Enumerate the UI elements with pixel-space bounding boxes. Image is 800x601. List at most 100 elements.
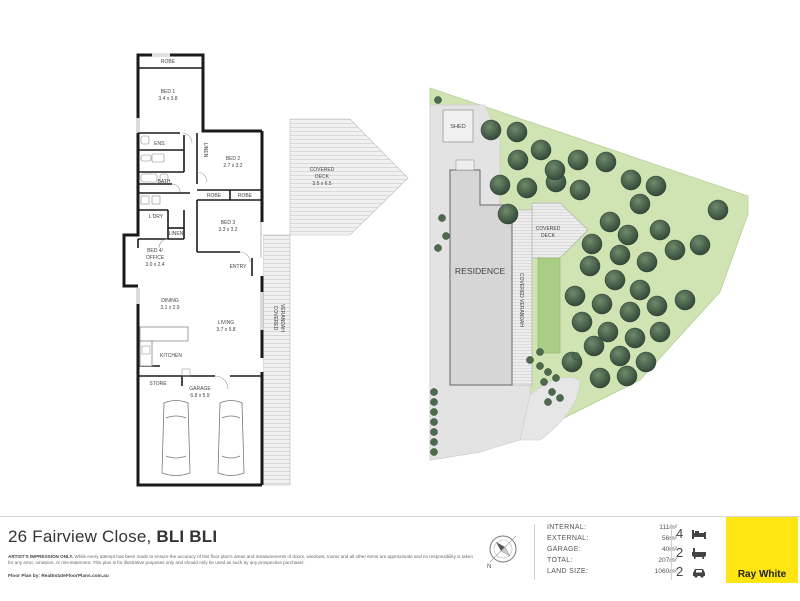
room-label: BED 1 <box>161 89 176 95</box>
compass-icon: N <box>487 535 517 570</box>
room-label: LINEN <box>202 143 208 158</box>
address-street: 26 Fairview Close, <box>8 527 152 546</box>
residence-label: RESIDENCE <box>455 266 505 276</box>
stat-row: TOTAL:207m² <box>547 556 677 567</box>
shrub <box>552 374 560 382</box>
bathroom-fixtures <box>140 135 169 205</box>
floor-plan-credit: Floor Plan by: RealEstateFloorPlans.com.… <box>8 574 109 579</box>
exterior-walls <box>122 53 264 487</box>
disclaimer: ARTIST'S IMPRESSION ONLY. While every at… <box>8 554 478 566</box>
garage-cars <box>161 400 245 476</box>
bathroom-count: 2 <box>676 545 684 560</box>
room-label: COVERED <box>272 306 278 331</box>
disclaimer-title: ARTIST'S IMPRESSION ONLY. <box>8 554 74 559</box>
room-label: BED 2 <box>226 156 241 162</box>
stat-label: LAND SIZE: <box>547 568 589 575</box>
room-label: BATH <box>158 179 171 185</box>
address-suburb: BLI BLI <box>156 527 218 546</box>
room-label: L'DRY <box>149 214 164 220</box>
trees <box>430 96 729 456</box>
tree <box>530 139 552 161</box>
shrub <box>548 388 556 396</box>
shrub <box>540 378 548 386</box>
tree <box>583 335 605 357</box>
shrub <box>556 394 564 402</box>
site-deck-label: DECK <box>541 233 556 239</box>
tree <box>595 151 617 173</box>
kitchen-bench <box>139 340 153 367</box>
shrub <box>544 398 552 406</box>
path <box>519 376 581 441</box>
tree <box>629 279 651 301</box>
room-label: ROBE <box>161 59 176 65</box>
room-label: BED 4/ <box>147 248 163 254</box>
tree <box>624 327 646 349</box>
tree <box>609 345 631 367</box>
stat-value: 40m² <box>661 546 677 553</box>
property-address: 26 Fairview Close, BLI BLI <box>8 527 217 547</box>
shrub <box>430 398 438 406</box>
bath-icon <box>692 548 706 559</box>
room-label: COVERED <box>310 167 335 173</box>
room-label: ROBE <box>207 193 222 199</box>
tree <box>589 367 611 389</box>
stat-row: LAND SIZE:1060m² <box>547 567 677 578</box>
stat-value: 111m² <box>659 524 677 531</box>
tree <box>619 301 641 323</box>
tree <box>480 119 502 141</box>
room-label: BED 3 <box>221 220 236 226</box>
shrub <box>442 232 450 240</box>
room-label: ENS. <box>154 141 166 147</box>
tree <box>567 149 589 171</box>
tree <box>516 177 538 199</box>
footer-divider <box>534 524 535 580</box>
disclaimer-text: While every attempt has been made to ens… <box>8 554 473 565</box>
tree <box>617 224 639 246</box>
garden-bed <box>537 257 561 354</box>
footer <box>0 516 800 601</box>
floor-plan: ROBE BED 1 3.4 x 3.8 ENS. BATH LINEN BED… <box>122 53 409 487</box>
room-label: OFFICE <box>146 255 165 261</box>
covered-deck <box>289 118 409 236</box>
property-features: 4 2 2 <box>676 524 722 581</box>
stat-label: INTERNAL: <box>547 524 587 531</box>
bed-icon <box>692 530 706 539</box>
tree <box>506 121 528 143</box>
shrub <box>430 418 438 426</box>
room-dims: 3.5 x 6.5 <box>312 181 331 187</box>
room-dims: 2.7 x 3.2 <box>223 163 242 169</box>
car-count: 2 <box>676 564 684 579</box>
tree <box>604 269 626 291</box>
tree <box>616 365 638 387</box>
tree <box>629 193 651 215</box>
tree <box>645 175 667 197</box>
tree <box>635 351 657 373</box>
room-dims: 3.0 x 2.4 <box>145 262 164 268</box>
tree <box>591 293 613 315</box>
stat-row: INTERNAL: 111m² <box>547 523 677 534</box>
stat-label: EXTERNAL: <box>547 535 589 542</box>
room-labels: ROBE BED 1 3.4 x 3.8 ENS. BATH LINEN BED… <box>145 59 334 399</box>
room-label: DINING <box>161 298 179 304</box>
room-dims: 3.4 x 3.8 <box>158 96 177 102</box>
bedroom-count: 4 <box>676 526 684 541</box>
shed-label: SHED <box>450 124 466 130</box>
shrub <box>572 352 580 360</box>
shrub <box>434 244 442 252</box>
shrub <box>430 438 438 446</box>
stat-value: 56m² <box>661 535 677 542</box>
feature-bathrooms: 2 <box>676 543 722 562</box>
tree <box>571 311 593 333</box>
kitchen-island <box>139 326 189 342</box>
tree <box>707 199 729 221</box>
shed <box>442 109 474 143</box>
room-label: LIVING <box>218 320 235 326</box>
tree <box>497 203 519 225</box>
tree <box>689 234 711 256</box>
tree <box>620 169 642 191</box>
room-dims: 6.8 x 5.9 <box>190 393 209 399</box>
room-label: ENTRY <box>230 264 248 270</box>
room-label: VERANDAH <box>279 304 285 332</box>
tree <box>636 251 658 273</box>
tree <box>564 285 586 307</box>
